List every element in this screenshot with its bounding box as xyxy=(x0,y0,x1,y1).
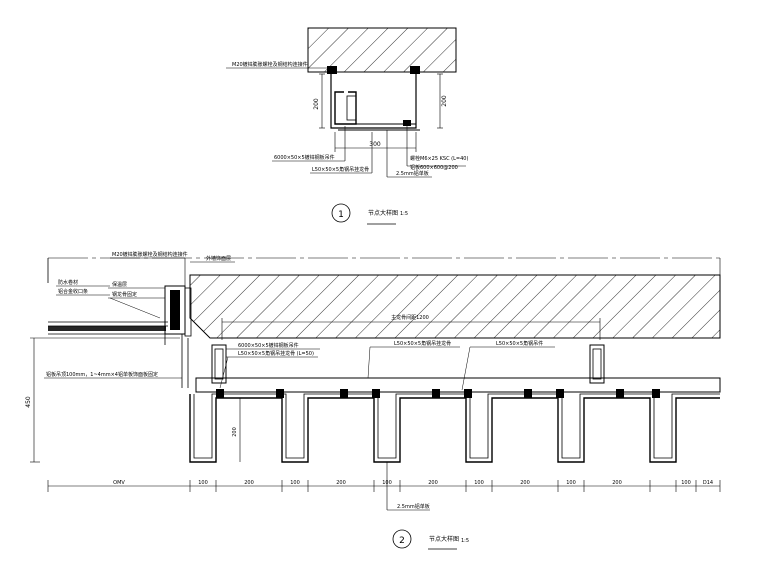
dim-bottom-3: 100 xyxy=(290,480,300,486)
dim-bottom-8: 200 xyxy=(520,480,530,486)
dim-bottom-10: 200 xyxy=(612,480,622,486)
callout-angle-keel-2: L50×50×5角钢吊挂龙骨 (L=50) xyxy=(238,350,314,357)
dim-small-2: 200 xyxy=(232,427,238,437)
ceiling-panel-profile xyxy=(189,394,720,463)
dim-height-right: 200 xyxy=(441,95,448,107)
callout-screw: 螺栓M6×25 KSC (L=40) xyxy=(410,155,468,162)
bottom-dim-ticks xyxy=(47,480,721,492)
hanger-frame xyxy=(330,74,417,129)
detail-number-2: 2 xyxy=(399,536,405,546)
dim-height-left: 200 xyxy=(313,98,320,110)
insulation-layer xyxy=(48,326,166,331)
callout-angle-keel: L50×50×5角钢吊挂龙骨 xyxy=(312,166,369,173)
detail-title-2: 节点大样图 xyxy=(429,535,459,543)
callout-keel-fix: 钢龙骨固定 xyxy=(112,291,137,298)
callout-waterproof: 防水卷材 xyxy=(58,279,78,286)
callout-anchor-bolt: M20镀锌膨胀螺栓及钢结构连接件 xyxy=(232,61,308,68)
detail-2: 主龙骨间距1200 450 200 xyxy=(25,251,721,550)
callout-anchor-bolt-2: M20镀锌膨胀螺栓及钢结构连接件 xyxy=(112,251,188,258)
callout-ceiling-spec: 铝板吊顶100mm，1~4mm×4铝单板饰面板固定 xyxy=(46,371,158,378)
detail-scale-2: 1:5 xyxy=(461,538,469,544)
callout-angle-keel-3: L50×50×5角钢吊挂龙骨 xyxy=(394,340,451,347)
dim-height-2: 450 xyxy=(25,396,32,408)
callout-aluminum-sheet-2: 2.5mm铝单板 xyxy=(397,503,430,510)
dim-bottom-4: 200 xyxy=(336,480,346,486)
concrete-slab-1 xyxy=(307,27,457,73)
channel-inner xyxy=(346,95,357,121)
detail-1: 200 200 300 M20镀锌膨胀螺栓及钢结构连接件 6000×50×5镀锌… xyxy=(226,27,468,225)
callout-angle-hanger: L50×50×5角钢吊件 xyxy=(496,340,543,347)
callout-steel-hanger: 6000×50×5镀锌钢板吊件 xyxy=(274,154,335,161)
dim-bottom-0: OMV xyxy=(113,480,125,486)
callout-aluminum-sheet-1: 2.5mm铝单板 xyxy=(396,170,429,177)
hanger-post-1 xyxy=(211,344,227,384)
steel-channel xyxy=(334,91,357,125)
callout-keel-spacing: 主龙骨间距1200 xyxy=(391,314,429,321)
anchor-bolt-left xyxy=(327,66,337,74)
detail-number-1: 1 xyxy=(338,210,344,220)
dim-bottom-2: 200 xyxy=(244,480,254,486)
detail-marker-1 xyxy=(331,203,351,223)
dim-bottom-9: 100 xyxy=(566,480,576,486)
dim-width: 300 xyxy=(369,141,381,148)
callout-wall-finish: 外墙饰面层 xyxy=(206,255,231,262)
callout-steel-hanger-2: 6000×50×5镀锌钢板吊件 xyxy=(238,342,299,349)
dim-bottom-12: D14 xyxy=(703,480,713,486)
wall-profile xyxy=(170,290,180,330)
dim-bottom-6: 200 xyxy=(428,480,438,486)
detail-scale-1: 1:5 xyxy=(400,211,408,217)
detail-marker-2 xyxy=(392,529,412,549)
main-keel xyxy=(195,377,721,393)
detail-title-1: 节点大样图 xyxy=(368,209,398,217)
dim-bottom-11: 100 xyxy=(681,480,691,486)
concrete-slab-2 xyxy=(189,274,721,339)
dim-bottom-1: 100 xyxy=(198,480,208,486)
screw-right xyxy=(403,120,411,126)
clips xyxy=(216,389,660,398)
callout-trim-strip: 铝合金收口条 xyxy=(58,288,88,295)
dim-bottom-7: 100 xyxy=(474,480,484,486)
hanger-post-2 xyxy=(589,344,605,384)
callout-aluminum-plate: 铝板600×600@200 xyxy=(410,164,458,171)
anchor-bolt-right xyxy=(410,66,420,74)
callout-insulation: 保温层 xyxy=(112,281,127,288)
